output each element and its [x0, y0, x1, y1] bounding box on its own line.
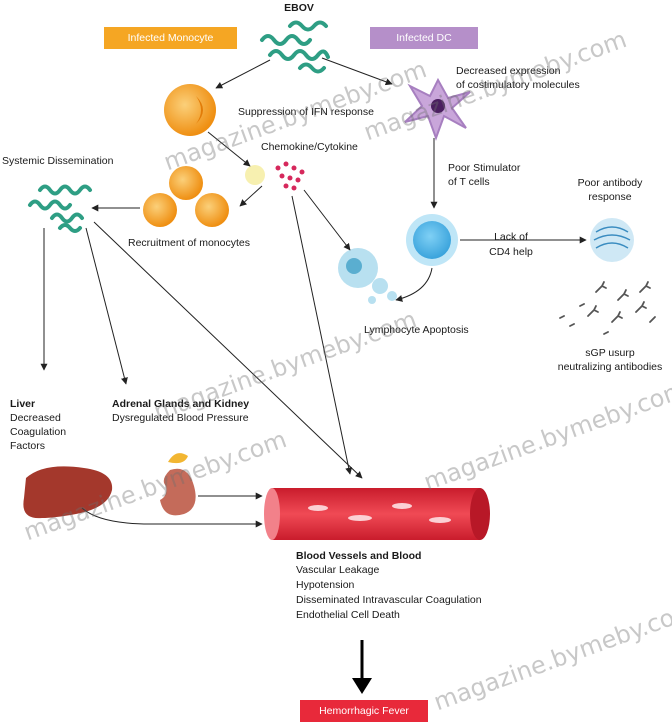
costim-label-line1: Decreased expression [456, 65, 561, 77]
sgp-label-line1: sGP usurp [585, 347, 635, 359]
blood-item: Endothelial Cell Death [296, 609, 400, 621]
poor-stimulator-label-line1: Poor Stimulator [448, 162, 521, 174]
recruitment-label: Recruitment of monocytes [128, 237, 250, 249]
t-cell-icon [406, 214, 458, 266]
liver-title: Liver [10, 398, 36, 410]
lack-cd4-label-line1: Lack of [494, 231, 528, 243]
sgp-antibodies-icon [559, 281, 656, 335]
liver-line1: Decreased [10, 412, 61, 424]
arrows [40, 57, 587, 528]
poor-antibody-label-line2: response [588, 191, 632, 203]
lack-cd4-label-line2: CD4 help [489, 246, 533, 258]
b-cell-icon [590, 218, 634, 262]
infected-monocyte-icon [164, 84, 216, 136]
sgp-label-line2: neutralizing antibodies [557, 361, 663, 373]
costim-label-line2: of costimulatory molecules [456, 79, 580, 91]
disseminated-virus-icon [28, 184, 92, 233]
systemic-dissemination-label: Systemic Dissemination [2, 155, 114, 167]
lymphocyte-apoptosis-label: Lymphocyte Apoptosis [364, 324, 469, 336]
infected-monocyte-tag: Infected Monocyte [104, 27, 237, 49]
chemokine-cluster-icon [245, 161, 305, 191]
kidney-icon [160, 453, 196, 516]
outcome-arrow [352, 640, 372, 694]
blood-item: Hypotension [296, 579, 355, 591]
ifn-suppression-label: Suppression of IFN response [238, 106, 374, 118]
adrenal-line1: Dysregulated Blood Pressure [112, 412, 249, 424]
liver-line3: Factors [10, 440, 46, 452]
infected-dc-tag: Infected DC [370, 27, 478, 49]
adrenal-title: Adrenal Glands and Kidney [112, 398, 250, 410]
ebov-virus-icon [260, 20, 330, 74]
blood-item: Disseminated Intravascular Coagulation [296, 594, 482, 606]
poor-antibody-label-line1: Poor antibody [577, 177, 643, 189]
recruited-monocytes-icon [143, 166, 229, 227]
blood-vessel-icon [264, 488, 490, 540]
apoptotic-lymphocyte-icon [338, 248, 397, 304]
poor-stimulator-label-line2: of T cells [448, 176, 490, 188]
hemorrhagic-fever-box: Hemorrhagic Fever [300, 700, 428, 722]
virus-label: EBOV [284, 2, 314, 14]
blood-title: Blood Vessels and Blood [296, 550, 422, 562]
liver-icon [23, 466, 113, 519]
chemokine-label: Chemokine/Cytokine [261, 141, 358, 153]
infected-dendritic-cell-icon [404, 77, 471, 141]
blood-item: Vascular Leakage [296, 564, 380, 576]
liver-line2: Coagulation [10, 426, 67, 438]
